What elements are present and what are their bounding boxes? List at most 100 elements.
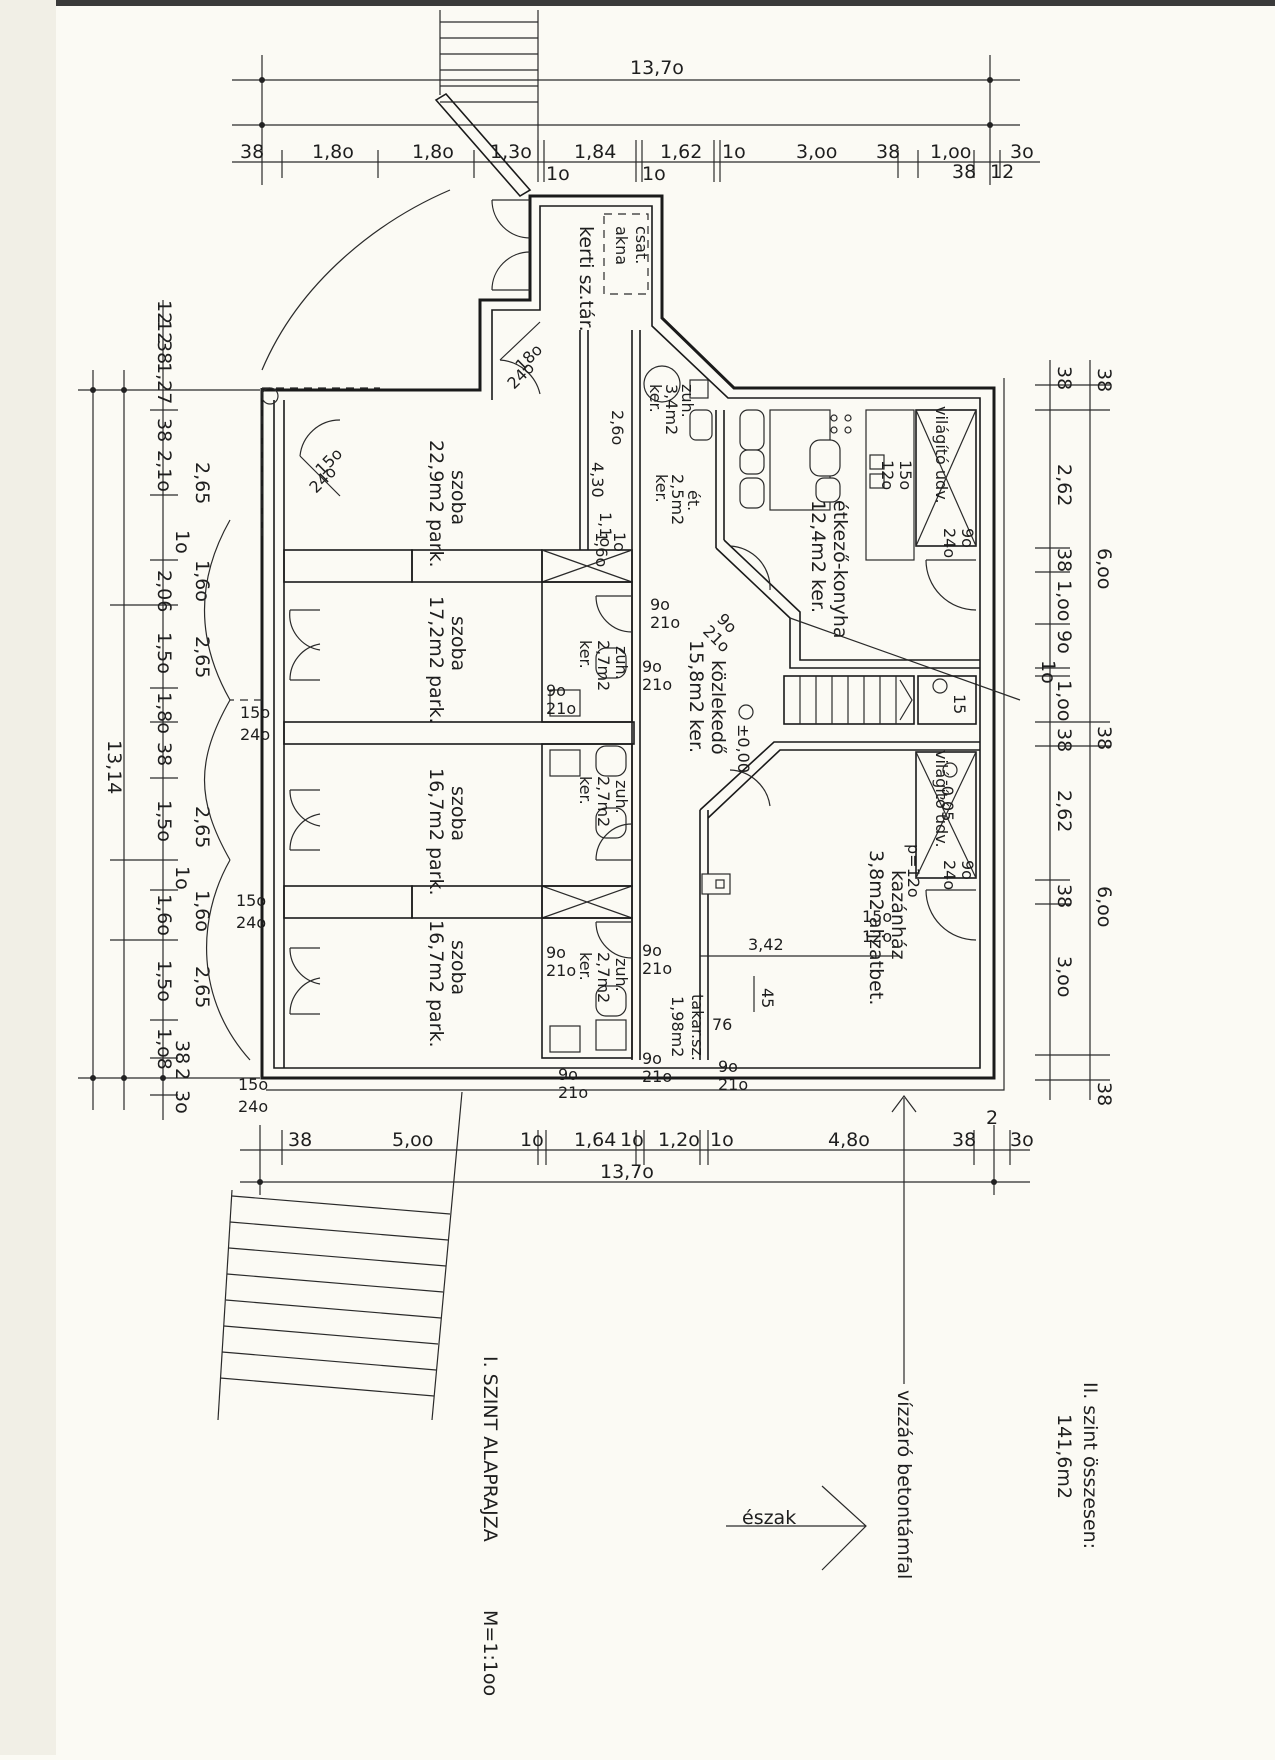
dim-left-outer-12: 1,6o	[153, 894, 175, 936]
label-zuh-3-area: 2,7m2	[594, 776, 613, 827]
opening-o4b: 24o	[236, 913, 266, 932]
dim-left-outer-11: 1,5o	[153, 800, 175, 842]
level-minus: -0,05	[938, 780, 957, 821]
dim-left-outer-13: 1,5o	[153, 960, 175, 1002]
dim-bottom-seg-5: 1o	[620, 1129, 644, 1151]
dim-top-seg-11: 3o	[1010, 141, 1034, 163]
label-etkezo-area: 12,4m2 ker.	[807, 500, 829, 613]
label-szoba-4: szoba	[447, 940, 469, 995]
label-zuh-4-floor: ker.	[576, 952, 595, 981]
label-zuh-3: zuh.	[612, 780, 631, 814]
note-total-label: II. szint összesen:	[1079, 1382, 1101, 1549]
dim-top-sub-2: 1o	[642, 163, 666, 185]
note-title: I. SZINT ALAPRAJZA	[479, 1356, 501, 1542]
dim-right-outer-5: 3,oo	[1053, 956, 1075, 997]
dim-left-outer-6: 2,1o	[153, 450, 175, 492]
label-wc: ét.	[684, 490, 703, 511]
opening-o5b: 24o	[238, 1097, 268, 1116]
note-north: észak	[742, 1507, 796, 1529]
dim-right-outer-2: 6,oo	[1093, 548, 1115, 589]
dim-right-inner-4: 1,oo	[1053, 580, 1075, 621]
dim-left-inner-8: 2,65	[191, 966, 213, 1008]
door-d9b: 24o	[940, 860, 959, 890]
label-kozlekedo-area: 15,8m2 ker.	[685, 640, 707, 753]
label-szoba-1: szoba	[447, 470, 469, 525]
door-d4b: 21o	[546, 961, 576, 980]
dim-left-outer-14: 1,o8	[153, 1028, 175, 1070]
door-d9: 9o	[958, 860, 977, 880]
door-d5: 9o	[642, 1049, 662, 1068]
note-wall: vízzáró betontámfal	[893, 1390, 915, 1579]
dimension-right: 38 6,oo 38 6,oo 3,oo 38 38 2,62 38 1,oo …	[1035, 360, 1115, 1106]
dim-top-seg-8: 3,oo	[796, 141, 837, 163]
label-kazanhaz: kazánház	[887, 870, 909, 960]
door-d3b: 21o	[642, 959, 672, 978]
door-d2b: 21o	[546, 699, 576, 718]
outer-walls	[203, 189, 1005, 1091]
dim-left-inner-3: 1,6o	[191, 560, 213, 602]
dimension-top: 13,7o 38 1,8o 1,8o 1,3o 1,84 1,62 1o 3,o…	[232, 55, 1040, 185]
door-swings	[289, 199, 977, 1015]
label-zuh-3-floor: ker.	[576, 776, 595, 805]
dim-top-sub-3: 38	[952, 161, 976, 183]
dim-left-inner-2: 1o	[171, 530, 193, 554]
dim-bottom-seg-8: 4,8o	[828, 1129, 870, 1151]
dim-bottom-seg-9: 38	[952, 1129, 976, 1151]
dim-left-inner-7: 1,6o	[191, 890, 213, 932]
label-zuh-2: zuh.	[612, 646, 631, 680]
label-szoba-2-area: 17,2m2 park.	[425, 596, 447, 724]
door-d8b: 24o	[940, 528, 959, 558]
label-kozlekedo: közlekedő	[707, 660, 729, 755]
dim-bottom-seg-4: 1,64	[574, 1129, 616, 1151]
dim-top-seg-3: 1,8o	[412, 141, 454, 163]
scan-margin-left	[0, 0, 56, 1755]
dim-left-outer-5: 38	[153, 418, 175, 442]
dim-left-outer-10: 38	[153, 742, 175, 766]
dim-left-outer-9: 1,8o	[153, 692, 175, 734]
misc-342: 3,42	[748, 935, 784, 954]
misc-76: 76	[712, 1015, 732, 1034]
dim-top-sub-1: 1o	[546, 163, 570, 185]
misc-110: 1,1o	[596, 512, 615, 547]
dim-left-total: 13,14	[103, 740, 125, 794]
opening-o4: 15o	[236, 891, 266, 910]
dim-right-inner-3: 38	[1053, 548, 1075, 572]
dim-right-inner-6: 1o	[1037, 660, 1059, 684]
dim-right-inner-10: 38	[1053, 884, 1075, 908]
dim-top-sub-4: 12	[990, 161, 1014, 183]
dim-left-outer-4: 1,27	[153, 362, 175, 404]
scan-edge-top	[0, 0, 1275, 6]
dim-right-inner-9: 2,62	[1053, 790, 1075, 832]
kitchen-fixtures	[739, 409, 915, 561]
opening-o7: 15o	[862, 907, 892, 926]
label-vilagito-2: világító udv.	[932, 750, 951, 848]
door-d5b: 21o	[642, 1067, 672, 1086]
room-labels: kerti sz.tár. csat. akna szoba 22,9m2 pa…	[425, 213, 951, 1061]
dim-top-total: 13,7o	[630, 57, 684, 79]
note-scale: M=1:1oo	[479, 1610, 501, 1696]
dim-right-outer-3: 38	[1093, 726, 1115, 750]
label-zuh-4-area: 2,7m2	[594, 952, 613, 1003]
dimension-left: 13,14 12 12 38 1,27 38 2,1o 2,06 1,5o 1,…	[78, 300, 260, 1120]
external-stair-top	[434, 10, 539, 198]
bathroom-fixtures	[549, 365, 731, 1053]
label-wc-floor: ker.	[652, 474, 671, 503]
label-szoba-4-area: 16,7m2 park.	[425, 920, 447, 1048]
label-akna-2: akna	[612, 226, 631, 265]
dim-left-outer-2: 12	[153, 320, 175, 344]
dim-top-seg-5: 1,84	[574, 141, 616, 163]
misc-dimensions: 4,30 2,6o 1,1o 3,42 45 76 p=12o	[588, 410, 923, 1034]
dim-right-outer-4: 6,oo	[1093, 886, 1115, 927]
dim-left-outer-15: 38	[171, 1040, 193, 1064]
drawing-notes: vízzáró betontámfal I. SZINT ALAPRAJZA M…	[479, 1095, 1101, 1696]
dim-bottom-seg-3: 1o	[520, 1129, 544, 1151]
dim-left-outer-16: 2	[171, 1068, 193, 1080]
door-d6b: 21o	[558, 1083, 588, 1102]
label-zuh-2-floor: ker.	[576, 640, 595, 669]
dim-left-inner-6: 1o	[171, 866, 193, 890]
label-vilagito-1: világító udv.	[932, 406, 951, 504]
label-zuh-4: zuh.	[612, 958, 631, 992]
dim-bottom-seg-10: 2	[986, 1107, 998, 1129]
